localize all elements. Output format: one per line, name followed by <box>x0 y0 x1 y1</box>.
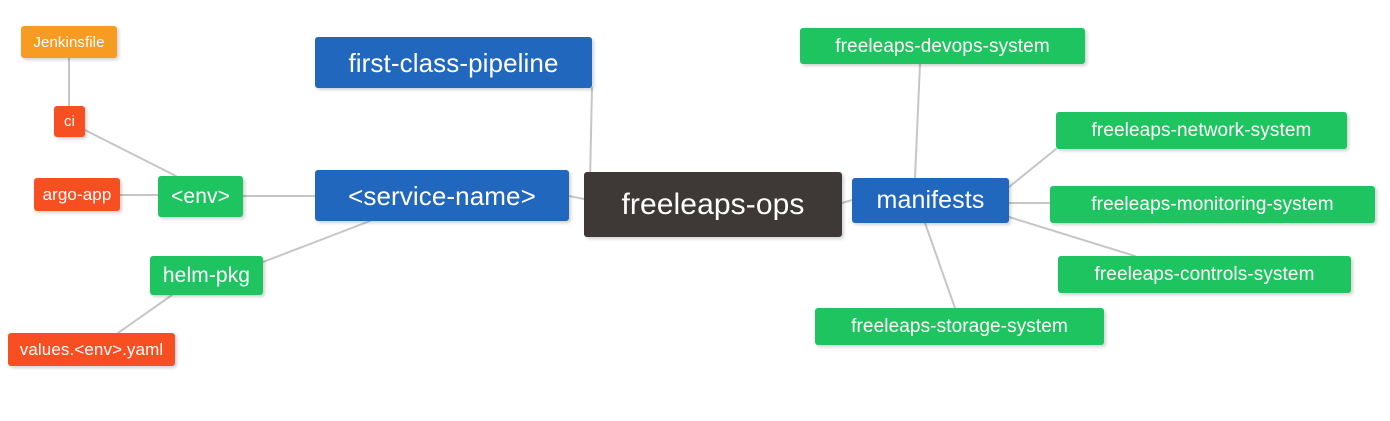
mindmap-node-controls[interactable]: freeleaps-controls-system <box>1058 256 1351 293</box>
mindmap-node-label: freeleaps-ops <box>621 187 805 221</box>
edge-root-pipeline <box>589 87 593 181</box>
edge-helm-values <box>117 294 173 334</box>
mindmap-node-label: argo-app <box>42 185 112 204</box>
mindmap-node-label: freeleaps-controls-system <box>1094 264 1315 285</box>
mindmap-node-jenkinsfile[interactable]: Jenkinsfile <box>21 26 117 58</box>
mindmap-node-service[interactable]: <service-name> <box>315 170 569 221</box>
mindmap-node-label: ci <box>63 113 76 130</box>
mindmap-node-manifests[interactable]: manifests <box>852 178 1009 223</box>
mindmap-node-label: first-class-pipeline <box>348 47 559 78</box>
mindmap-node-root[interactable]: freeleaps-ops <box>584 172 842 237</box>
mindmap-node-storage[interactable]: freeleaps-storage-system <box>815 308 1104 345</box>
mindmap-node-label: freeleaps-network-system <box>1091 120 1312 141</box>
mindmap-node-label: manifests <box>876 186 985 214</box>
mindmap-node-label: freeleaps-storage-system <box>851 316 1068 337</box>
mindmap-node-label: values.<env>.yaml <box>19 340 164 359</box>
mindmap-node-label: <service-name> <box>348 180 536 211</box>
edge-manifests-network <box>1008 148 1057 188</box>
mindmap-node-monitoring[interactable]: freeleaps-monitoring-system <box>1050 186 1375 223</box>
mindmap-node-argoapp[interactable]: argo-app <box>34 178 120 211</box>
edge-service-helm <box>262 220 371 263</box>
mindmap-node-network[interactable]: freeleaps-network-system <box>1056 112 1347 149</box>
mindmap-node-label: Jenkinsfile <box>33 33 105 51</box>
mindmap-node-label: helm-pkg <box>162 264 251 287</box>
mindmap-node-ci[interactable]: ci <box>54 106 85 137</box>
edge-root-manifests <box>841 199 853 204</box>
mindmap-node-label: <env> <box>171 185 230 208</box>
mindmap-node-devops[interactable]: freeleaps-devops-system <box>800 28 1085 64</box>
mindmap-node-values[interactable]: values.<env>.yaml <box>8 333 175 366</box>
mindmap-node-env[interactable]: <env> <box>158 176 243 217</box>
edge-root-service <box>568 195 585 200</box>
mindmap-node-helm[interactable]: helm-pkg <box>150 256 263 295</box>
mindmap-node-label: freeleaps-devops-system <box>835 35 1050 57</box>
edge-env-ci <box>84 129 177 177</box>
edge-manifests-storage <box>924 222 956 309</box>
mindmap-node-pipeline[interactable]: first-class-pipeline <box>315 37 592 88</box>
edge-manifests-devops <box>914 63 921 179</box>
mindmap-node-label: freeleaps-monitoring-system <box>1091 194 1334 215</box>
